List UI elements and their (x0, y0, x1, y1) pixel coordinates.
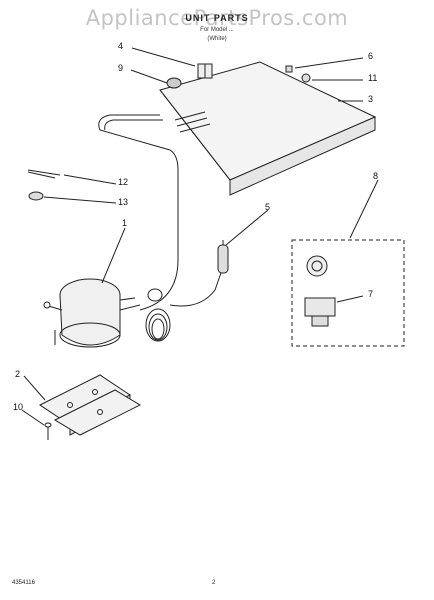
probe (217, 240, 229, 274)
diagram-title: UNIT PARTS (185, 13, 249, 23)
screw-6 (285, 65, 293, 73)
callout-13: 13 (118, 197, 129, 207)
color-line: (White) (207, 36, 227, 42)
doc-number: 4354116 (12, 580, 35, 586)
coil (145, 288, 171, 342)
callout-11: 11 (368, 73, 378, 83)
callout-4: 4 (118, 41, 124, 51)
callout-12: 12 (118, 177, 129, 187)
base-plate (159, 61, 377, 196)
callout-7: 7 (368, 289, 374, 299)
tubing (98, 114, 179, 311)
watermark: AppliancePartsPros.com (85, 6, 349, 30)
page-number: 2 (212, 580, 216, 586)
callout-1: 1 (122, 218, 128, 228)
bracket-part-4 (197, 63, 213, 79)
callout-6: 6 (368, 51, 374, 61)
screw-11 (301, 73, 311, 83)
mounting-bracket (39, 374, 142, 436)
overload-part-7 (304, 297, 336, 327)
callout-8: 8 (373, 171, 379, 181)
relay-part (306, 255, 328, 277)
compressor (43, 278, 141, 348)
callout-9: 9 (118, 63, 124, 73)
callout-10: 10 (13, 402, 24, 412)
callout-2: 2 (15, 369, 21, 379)
probe-wire (169, 269, 223, 307)
clip (27, 169, 61, 179)
callout-3: 3 (368, 94, 374, 104)
callout-5: 5 (265, 202, 271, 212)
screw (44, 422, 52, 440)
model-line: For Model ... (200, 27, 234, 33)
relay-kit-box (291, 239, 405, 347)
washer (28, 191, 44, 201)
grommet (166, 77, 182, 89)
